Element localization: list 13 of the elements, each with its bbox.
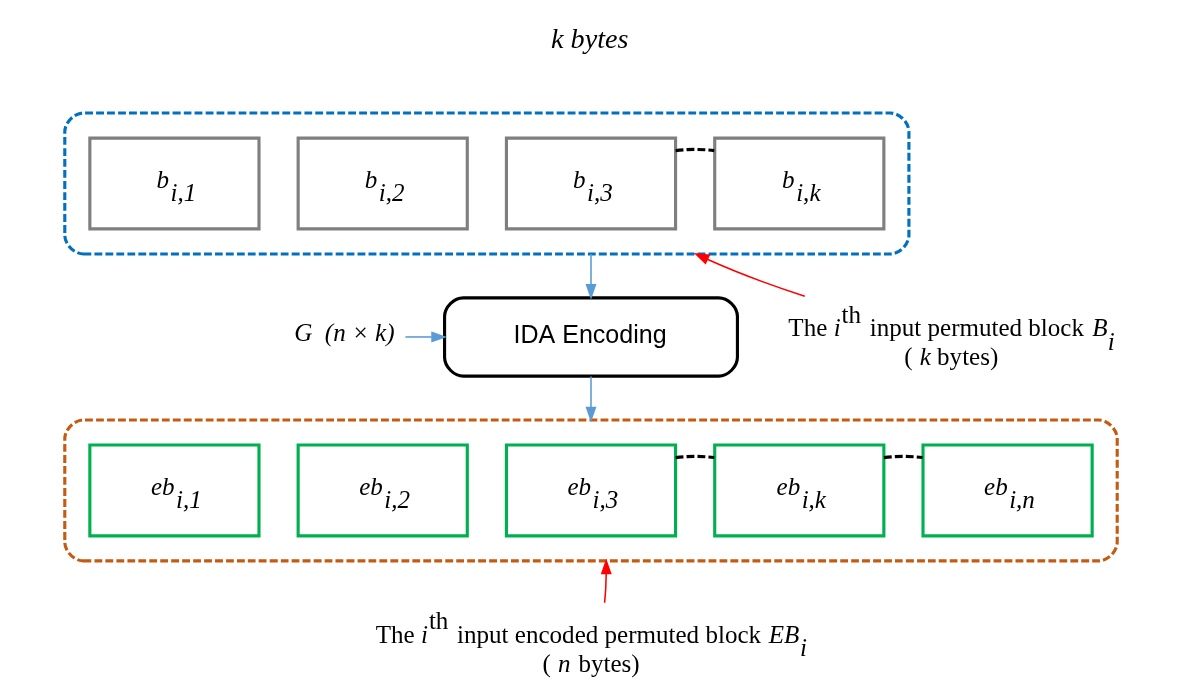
cluster — [63, 418, 1119, 563]
arrow — [585, 253, 597, 300]
connector — [675, 454, 715, 460]
node-text: G (n × k) — [294, 319, 395, 347]
arrow — [693, 252, 806, 297]
arrow — [404, 331, 447, 343]
arrow — [585, 375, 597, 423]
label: k bytes — [551, 22, 629, 54]
cluster — [63, 111, 911, 256]
node-box: IDA Encoding — [443, 296, 739, 378]
connector — [675, 147, 715, 153]
connector — [883, 454, 923, 460]
arrow — [600, 558, 612, 604]
